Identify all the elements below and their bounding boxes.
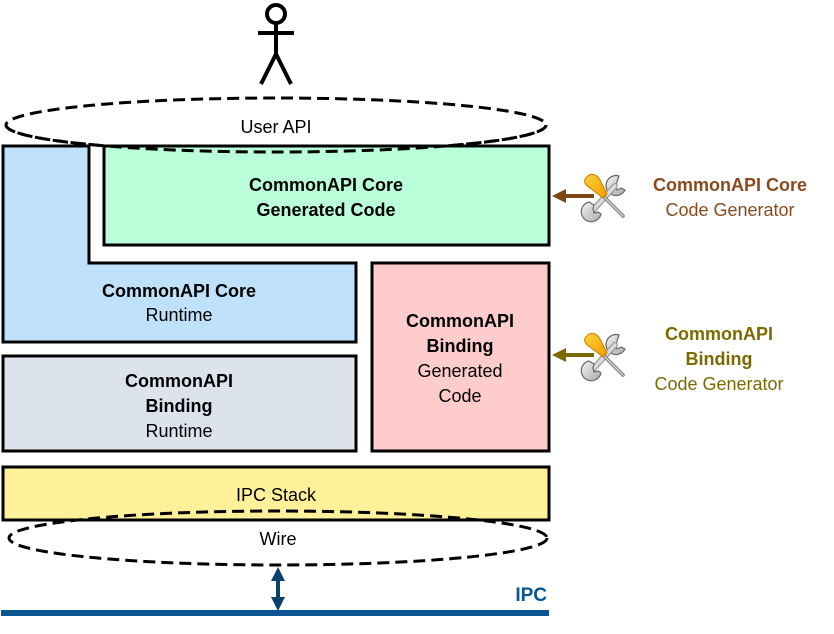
binding-generated-line2: Binding bbox=[427, 336, 494, 356]
stick-figure-user-icon bbox=[258, 3, 294, 85]
core-generator-arrow-icon bbox=[552, 189, 594, 203]
binding-generator-line2: Binding bbox=[686, 349, 753, 369]
core-generator-tools-icon bbox=[581, 174, 625, 221]
user-api-ellipse-front bbox=[4, 124, 548, 154]
core-runtime-box bbox=[1, 144, 358, 344]
core-generated-subtitle: Generated Code bbox=[256, 200, 395, 220]
core-generated-title: CommonAPI Core bbox=[249, 175, 403, 195]
binding-runtime-line3: Runtime bbox=[145, 421, 212, 441]
core-runtime-title: CommonAPI Core bbox=[102, 281, 256, 301]
binding-generated-box bbox=[370, 261, 551, 453]
bidirectional-arrow-icon bbox=[271, 567, 285, 611]
binding-runtime-line1: CommonAPI bbox=[125, 371, 233, 391]
user-api-label: User API bbox=[240, 117, 311, 137]
binding-runtime-box bbox=[1, 354, 358, 453]
binding-generator-line3: Code Generator bbox=[654, 374, 783, 394]
binding-generator-arrow-icon bbox=[552, 348, 594, 362]
wire-ellipse bbox=[7, 509, 549, 567]
binding-generated-line3: Generated bbox=[417, 361, 502, 381]
core-generator-subtitle: Code Generator bbox=[665, 200, 794, 220]
binding-generated-line1: CommonAPI bbox=[406, 311, 514, 331]
ipc-label: IPC bbox=[515, 585, 547, 606]
core-generated-box bbox=[102, 144, 551, 247]
ipc-stack-label: IPC Stack bbox=[236, 485, 317, 505]
ipc-bus-line bbox=[1, 610, 549, 616]
binding-generator-tools-icon bbox=[581, 333, 625, 380]
wire-label: Wire bbox=[260, 529, 297, 549]
core-runtime-subtitle: Runtime bbox=[145, 305, 212, 325]
binding-runtime-line2: Binding bbox=[146, 396, 213, 416]
core-generator-title: CommonAPI Core bbox=[653, 175, 807, 195]
binding-generated-line4: Code bbox=[438, 386, 481, 406]
binding-generator-line1: CommonAPI bbox=[665, 324, 773, 344]
